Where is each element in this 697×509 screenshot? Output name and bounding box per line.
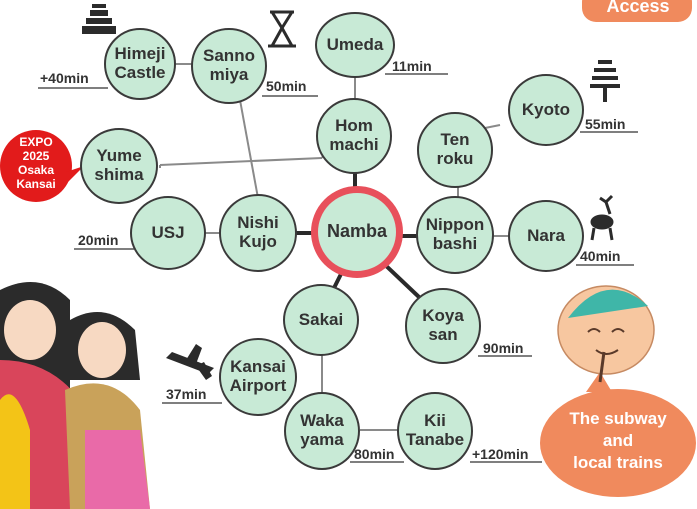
duration-umeda: 11min xyxy=(392,58,432,74)
station-himeji-castle: Himeji Castle xyxy=(104,28,176,100)
station-sakai: Sakai xyxy=(283,284,359,356)
duration-nara: 40min xyxy=(580,248,621,264)
duration-kyoto: 55min xyxy=(585,116,626,132)
access-tab xyxy=(582,0,692,22)
duration-underlines xyxy=(38,73,638,463)
station-kyoto: Kyoto xyxy=(508,74,584,146)
expo-badge-line2: 2025 xyxy=(22,149,50,163)
station-wakayama: Waka yama xyxy=(284,392,360,470)
expo-badge-line3: Osaka xyxy=(17,163,55,177)
mascot-illustration xyxy=(557,285,655,383)
station-koyasan: Koya san xyxy=(405,288,481,364)
station-yumeshima: Yume shima xyxy=(80,128,158,204)
speech-bubble-text: The subway and local trains xyxy=(569,409,667,473)
women-illustration xyxy=(0,282,150,509)
access-label: Access xyxy=(606,0,670,16)
duration-sannomiya: 50min xyxy=(266,78,307,94)
duration-usj: 20min xyxy=(78,232,119,248)
tower-icon xyxy=(268,10,296,48)
station-kii-tanabe: Kii Tanabe xyxy=(397,392,473,470)
station-sannomiya: Sanno miya xyxy=(191,28,267,104)
station-hommachi: Hom machi xyxy=(316,98,392,174)
pagoda-icon xyxy=(590,60,620,102)
duration-kii-tanabe: +120min xyxy=(472,446,529,462)
station-namba: Namba xyxy=(311,186,403,278)
station-nara: Nara xyxy=(508,200,584,272)
station-nipponbashi: Nippon bashi xyxy=(416,196,494,274)
station-nishi-kujo: Nishi Kujo xyxy=(219,194,297,272)
duration-himeji: +40min xyxy=(40,70,89,86)
station-umeda: Umeda xyxy=(315,12,395,78)
station-tenroku: Ten roku xyxy=(417,112,493,188)
airplane-icon xyxy=(166,344,214,380)
expo-badge-line4: Kansai xyxy=(16,177,56,191)
station-kansai-airport: Kansai Airport xyxy=(219,338,297,416)
deer-icon xyxy=(590,194,614,241)
duration-wakayama: 80min xyxy=(354,446,395,462)
expo-badge-line1: EXPO xyxy=(19,135,53,149)
station-usj: USJ xyxy=(130,196,206,270)
castle-icon xyxy=(82,4,116,34)
expo-badge xyxy=(0,130,72,202)
speech-bubble xyxy=(540,372,696,497)
duration-koyasan: 90min xyxy=(483,340,524,356)
duration-kansai-airport: 37min xyxy=(166,386,207,402)
